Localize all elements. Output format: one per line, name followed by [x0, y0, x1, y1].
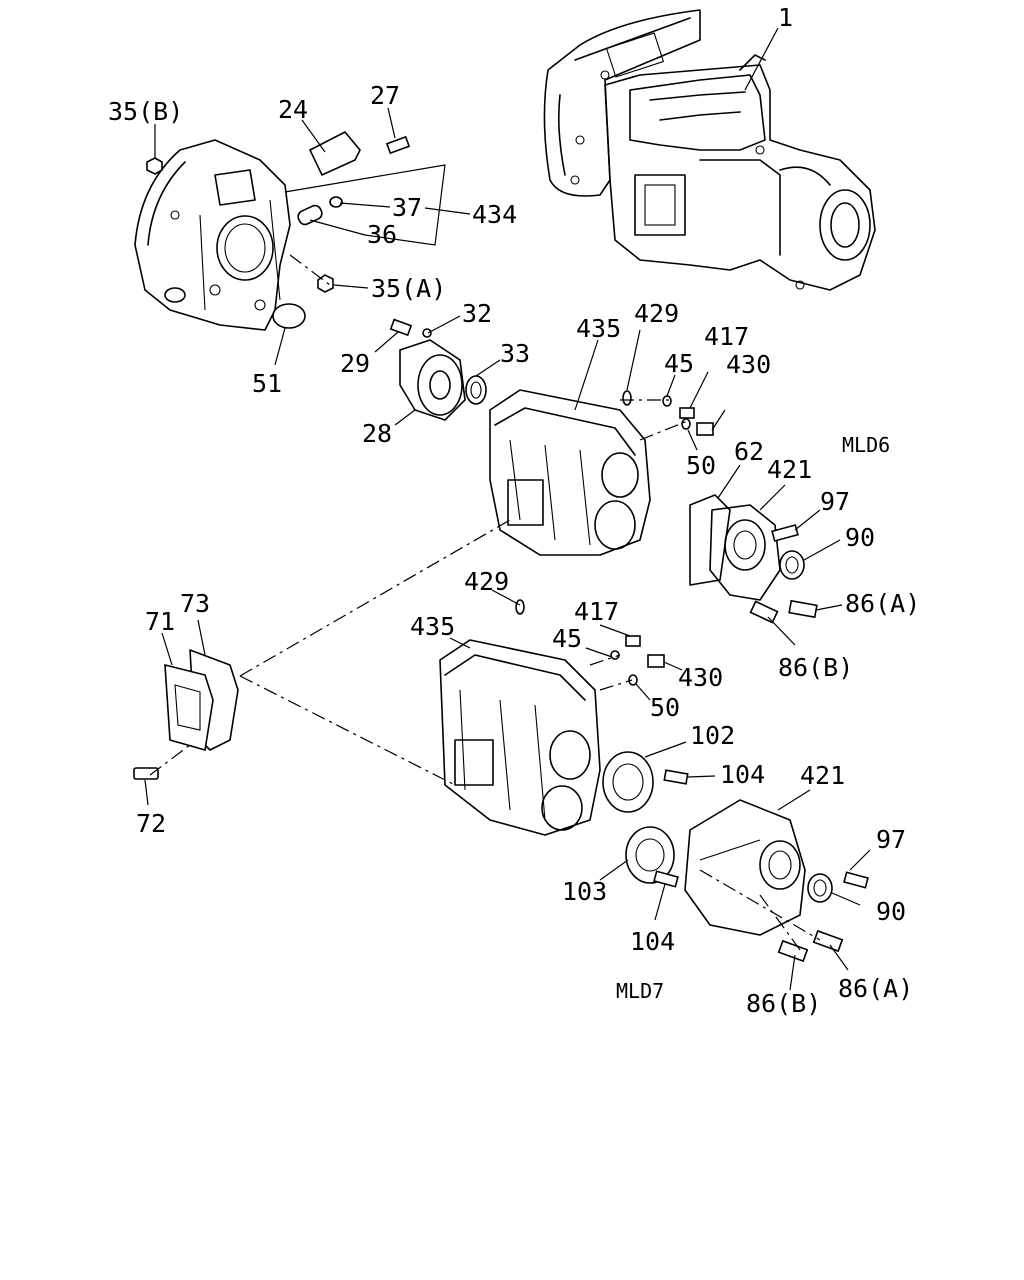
label-part-103: 103	[562, 877, 607, 906]
label-part-28: 28	[362, 419, 392, 448]
label-part-86b-upper: 86(B)	[778, 653, 853, 682]
label-part-430-upper: 430	[726, 350, 771, 379]
label-part-86a-lower: 86(A)	[838, 974, 913, 1003]
label-part-35b: 35(B)	[108, 97, 183, 126]
label-part-104-lower: 104	[630, 927, 675, 956]
label-part-97-upper: 97	[820, 487, 850, 516]
label-part-33: 33	[500, 339, 530, 368]
label-part-27: 27	[370, 81, 400, 110]
label-part-421-upper: 421	[767, 455, 812, 484]
alignment-lines	[149, 254, 821, 951]
label-part-51: 51	[252, 369, 282, 398]
label-part-32: 32	[462, 299, 492, 328]
extension-housing-mld6-drawing	[689, 494, 818, 624]
label-part-1: 1	[778, 3, 793, 32]
label-part-29: 29	[340, 349, 370, 378]
label-part-97-lower: 97	[876, 825, 906, 854]
label-part-435-lower: 435	[410, 612, 455, 641]
clutch-housing-drawing	[134, 130, 411, 331]
label-part-71: 71	[145, 607, 175, 636]
label-part-417-lower: 417	[574, 597, 619, 626]
label-part-421-lower: 421	[800, 761, 845, 790]
label-part-35a: 35(A)	[371, 274, 446, 303]
transmission-assembly-drawing	[543, 9, 876, 291]
transmission-case-upper-drawing	[489, 389, 714, 556]
label-part-90-upper: 90	[845, 523, 875, 552]
label-part-434: 434	[472, 200, 517, 229]
label-part-417-upper: 417	[704, 322, 749, 351]
cover-and-gasket-drawing	[133, 649, 239, 780]
model-code-mld6: MLD6	[842, 433, 890, 457]
label-part-50-upper: 50	[686, 451, 716, 480]
label-part-430-lower: 430	[678, 663, 723, 692]
model-code-mld7: MLD7	[616, 979, 664, 1003]
label-part-429-lower: 429	[464, 567, 509, 596]
label-part-62: 62	[734, 437, 764, 466]
label-part-24: 24	[278, 95, 308, 124]
bearing-retainer-drawing	[389, 318, 487, 421]
label-part-37: 37	[392, 193, 422, 222]
label-part-102: 102	[690, 721, 735, 750]
transmission-case-lower-drawing	[439, 599, 665, 836]
leader-lines	[144, 27, 871, 991]
label-part-73: 73	[180, 589, 210, 618]
label-part-86a-upper: 86(A)	[845, 589, 920, 618]
label-part-45-upper: 45	[664, 349, 694, 378]
extension-housing-mld7-drawing	[602, 751, 869, 963]
label-part-36: 36	[367, 220, 397, 249]
label-part-45-lower: 45	[552, 624, 582, 653]
label-part-104-upper: 104	[720, 760, 765, 789]
label-part-435-upper: 435	[576, 314, 621, 343]
label-part-429-upper: 429	[634, 299, 679, 328]
label-part-86b-lower: 86(B)	[746, 989, 821, 1018]
part-number-labels: 1 35(B) 24 27 37 434 36 35(A) 32 29 33 5…	[108, 3, 920, 1018]
label-part-90-lower: 90	[876, 897, 906, 926]
label-part-50-lower: 50	[650, 693, 680, 722]
label-part-72: 72	[136, 809, 166, 838]
